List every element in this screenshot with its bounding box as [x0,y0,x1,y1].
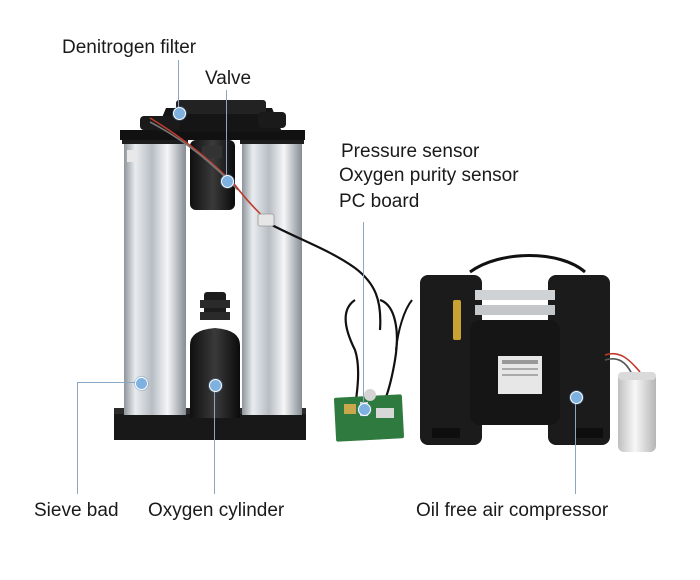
marker-sieve-bad [135,377,148,390]
leader-valve [226,90,227,180]
leader-pc-board [363,222,364,408]
label-valve: Valve [205,68,252,89]
marker-denitrogen-filter [173,107,186,120]
leader-sieve-bad-vertical [77,382,78,494]
oxygen-cylinder-tank [190,292,240,418]
marker-oxygen-cylinder [209,379,222,392]
label-oxygen-cylinder: Oxygen cylinder [148,500,285,521]
label-sieve-bad: Sieve bad [34,500,119,521]
label-oxygen-purity-sensor: Oxygen purity sensor [339,165,519,186]
marker-valve [221,175,234,188]
sieve-column-right [240,132,304,415]
sieve-column-left [122,132,188,415]
valve-manifold [120,100,305,210]
leader-denitrogen-filter [178,60,179,112]
capacitor [604,353,656,452]
marker-compressor [570,391,583,404]
label-oil-free-air-compressor: Oil free air compressor [416,500,609,521]
label-pc-board: PC board [339,191,420,212]
air-compressor [420,254,610,445]
marker-pc-board [358,403,371,416]
leader-sieve-bad-horizontal [77,382,139,383]
leader-compressor [575,396,576,494]
pc-board [333,298,413,442]
label-pressure-sensor: Pressure sensor [341,141,480,162]
leader-oxygen-cylinder [214,384,215,494]
label-denitrogen-filter: Denitrogen filter [62,37,197,58]
